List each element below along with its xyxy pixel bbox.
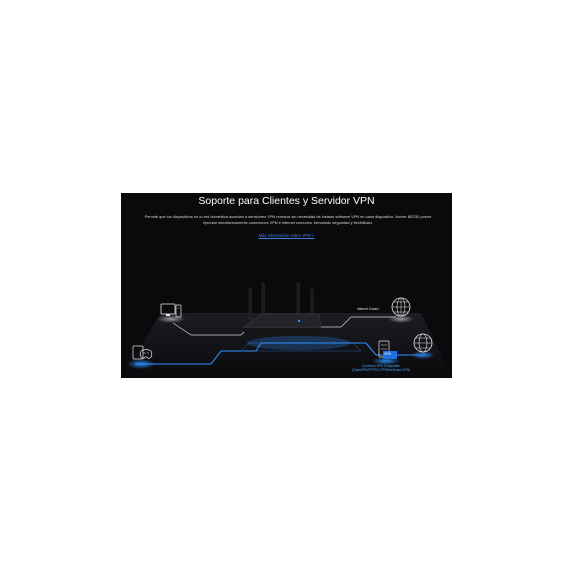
desktop-pc-icon bbox=[157, 303, 185, 323]
vpn-network-diagram bbox=[121, 282, 452, 378]
section-title: Soporte para Clientes y Servidor VPN bbox=[198, 195, 375, 207]
vpn-label: Conexión VPN Compatible (OpenVPN/PPTP/L2… bbox=[349, 364, 413, 372]
router-icon bbox=[242, 282, 351, 350]
section-description: Permite que los dispositivos en tu red d… bbox=[128, 214, 448, 227]
more-info-link[interactable]: Más información sobre VPN > bbox=[258, 233, 315, 238]
vpn-badge: VPN bbox=[384, 352, 391, 356]
floor-platform bbox=[121, 313, 452, 378]
internet-label: Internet Común bbox=[357, 307, 379, 311]
vpn-server-icon bbox=[372, 340, 400, 365]
internet-globe-icon bbox=[388, 297, 414, 323]
vpn-globe-icon bbox=[411, 333, 435, 359]
router-base-outline bbox=[240, 342, 362, 352]
vpn-label-line-1: Conexión VPN Compatible bbox=[362, 364, 400, 368]
vpn-label-line-2: (OpenVPN/PPTP/L2TP/WireGuard VPN) bbox=[352, 368, 410, 372]
game-console-icon bbox=[127, 345, 155, 369]
vpn-feature-panel: Soporte para Clientes y Servidor VPN Per… bbox=[121, 193, 452, 378]
description-line-2: ejecutar simultáneamente conexiones VPN … bbox=[203, 220, 373, 226]
description-line-1: Permite que los dispositivos en tu red d… bbox=[144, 214, 432, 219]
vpn-connection-line bbox=[135, 342, 421, 365]
